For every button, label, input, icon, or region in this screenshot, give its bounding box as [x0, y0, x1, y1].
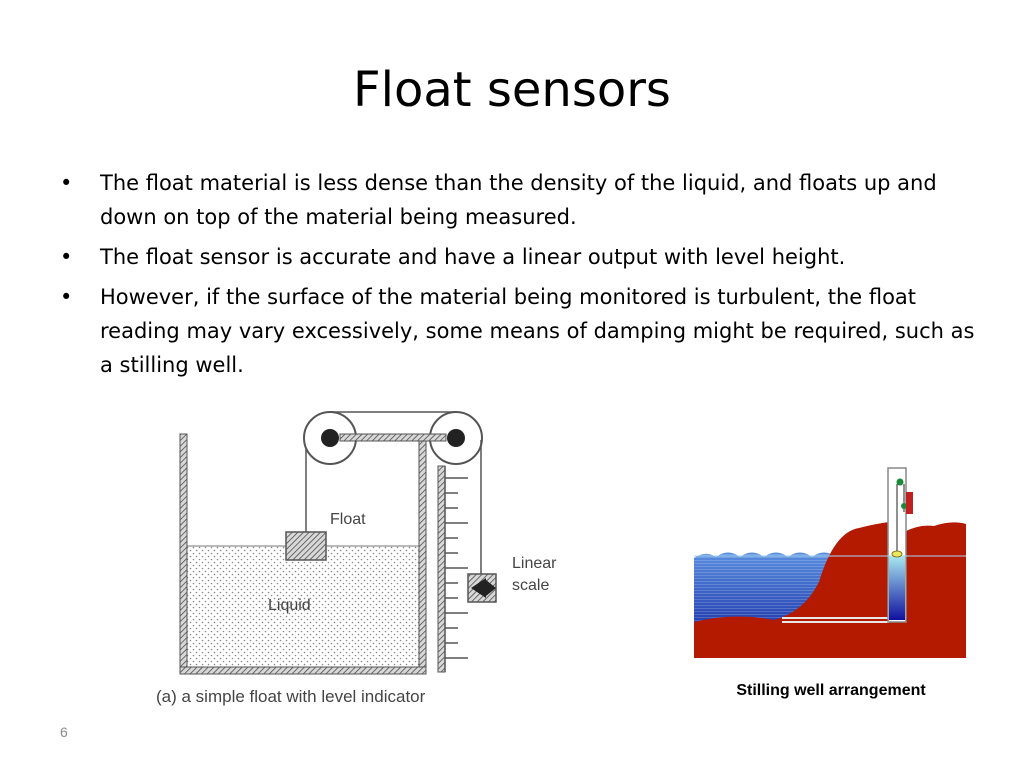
scale-pointer: [467, 573, 497, 603]
figure-b-caption: Stilling well arrangement: [736, 682, 926, 699]
level-marker: [906, 492, 913, 514]
well-pulley: [896, 478, 904, 486]
stilling-well-diagram: [694, 467, 966, 658]
bullet-item: • The float sensor is accurate and have …: [60, 240, 980, 274]
ground-bank: [694, 522, 966, 658]
bullet-item: • However, if the surface of the materia…: [60, 280, 980, 382]
scale-label-line2: scale: [512, 577, 549, 594]
figure-a-caption: (a) a simple float with level indicator: [156, 687, 426, 706]
slide-title: Float sensors: [353, 62, 671, 118]
bullet-text: The float sensor is accurate and have a …: [100, 245, 846, 269]
bullet-marker: •: [60, 285, 73, 309]
scale-label-line1: Linear: [512, 555, 557, 572]
float-diagram: Float Liquid Linear scale (a) a simple f…: [156, 411, 557, 706]
slide-number: 6: [60, 724, 68, 740]
bullet-text: The float material is less dense than th…: [100, 171, 937, 229]
bullet-text: However, if the surface of the material …: [100, 285, 975, 377]
well-float: [891, 550, 903, 558]
liquid-region: [186, 546, 420, 668]
bullet-marker: •: [60, 245, 73, 269]
tank-walls: [179, 433, 427, 675]
bullet-list: • The float material is less dense than …: [60, 166, 980, 388]
linear-scale: [437, 465, 468, 673]
liquid-label: Liquid: [268, 597, 311, 614]
bullet-item: • The float material is less dense than …: [60, 166, 980, 234]
float-label: Float: [330, 511, 366, 528]
float-block: [285, 531, 327, 561]
bullet-marker: •: [60, 171, 73, 195]
